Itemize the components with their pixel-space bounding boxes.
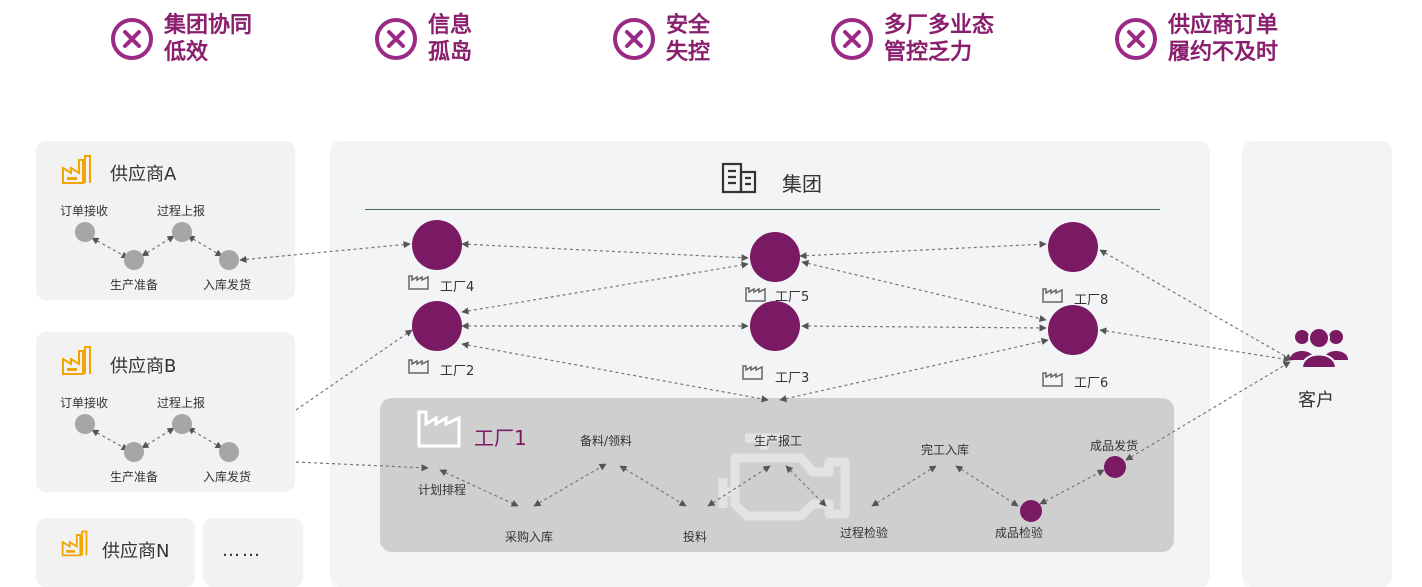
close-circle-icon bbox=[831, 18, 873, 60]
factory-icon bbox=[1042, 372, 1063, 387]
process-step-label: 投料 bbox=[683, 530, 708, 544]
supplier-step-node bbox=[219, 442, 239, 462]
problem-5: 供应商订单履约不及时 bbox=[1114, 12, 1278, 66]
supplier-step-label: 生产准备 bbox=[110, 470, 159, 484]
supplier-name: 供应商N bbox=[102, 541, 170, 562]
factory-icon bbox=[62, 155, 91, 184]
problem-text: 多厂多业态管控乏力 bbox=[884, 13, 995, 65]
factory-icon bbox=[1042, 288, 1063, 303]
process-step-label: 成品发货 bbox=[1090, 439, 1139, 453]
supplier-step-node bbox=[124, 442, 144, 462]
factory-icon bbox=[417, 410, 461, 448]
supplier-step-label: 订单接收 bbox=[60, 204, 109, 218]
supplier-step-label: 过程上报 bbox=[157, 396, 206, 410]
supplier-step-label: 入库发货 bbox=[203, 470, 252, 484]
supplier-step-label: 入库发货 bbox=[203, 278, 252, 292]
process-step-label: 完工入库 bbox=[921, 443, 970, 457]
factory-icon bbox=[408, 275, 429, 290]
factory-label: 工厂3 bbox=[775, 371, 810, 386]
problem-text: 信息孤岛 bbox=[428, 13, 473, 65]
supplier-step-label: 订单接收 bbox=[60, 396, 109, 410]
supplier-step-node bbox=[124, 250, 144, 270]
close-circle-icon bbox=[111, 18, 153, 60]
factory-label: 工厂8 bbox=[1074, 293, 1109, 308]
process-step-label: 成品检验 bbox=[995, 526, 1044, 540]
final-inspect-node bbox=[1020, 500, 1042, 522]
factory-6-node[interactable] bbox=[1048, 305, 1098, 355]
problem-text: 集团协同低效 bbox=[164, 13, 253, 65]
problem-2: 信息孤岛 bbox=[374, 12, 472, 66]
factory-4-node[interactable] bbox=[412, 220, 462, 270]
customer-label: 客户 bbox=[1298, 390, 1334, 411]
close-circle-icon bbox=[1115, 18, 1157, 60]
process-step-label: 采购入库 bbox=[505, 530, 554, 544]
factory-label: 工厂6 bbox=[1074, 376, 1109, 391]
factory-icon bbox=[745, 287, 766, 302]
factory-icon bbox=[62, 346, 91, 375]
supplier-step-label: 生产准备 bbox=[110, 278, 159, 292]
factory-8-node[interactable] bbox=[1048, 222, 1098, 272]
factory-icon bbox=[61, 530, 88, 557]
problem-text: 供应商订单履约不及时 bbox=[1168, 13, 1279, 65]
factory-1-title: 工厂1 bbox=[474, 426, 527, 450]
group-title: 集团 bbox=[782, 172, 822, 196]
factory-3-node[interactable] bbox=[750, 301, 800, 351]
supplier-name: 供应商B bbox=[110, 356, 177, 377]
close-circle-icon bbox=[613, 18, 655, 60]
close-circle-icon bbox=[375, 18, 417, 60]
customer-group-icon bbox=[1290, 327, 1348, 369]
factory-icon bbox=[408, 359, 429, 374]
problem-4: 多厂多业态管控乏力 bbox=[830, 12, 994, 66]
supplier-step-node bbox=[172, 414, 192, 434]
supplier-step-node bbox=[75, 414, 95, 434]
process-step-label: 生产报工 bbox=[754, 434, 803, 448]
more-suppliers-panel bbox=[203, 518, 303, 587]
problem-text: 安全失控 bbox=[666, 13, 711, 65]
supplier-name: 供应商A bbox=[110, 164, 177, 185]
more-suppliers: …… bbox=[222, 540, 262, 561]
problem-3: 安全失控 bbox=[612, 12, 710, 66]
factory-label: 工厂2 bbox=[440, 364, 475, 379]
supplier-step-node bbox=[75, 222, 95, 242]
problem-1: 集团协同低效 bbox=[110, 12, 252, 66]
factory-2-node[interactable] bbox=[412, 301, 462, 351]
supplier-step-node bbox=[219, 250, 239, 270]
factory-icon bbox=[742, 365, 763, 380]
supplier-step-label: 过程上报 bbox=[157, 204, 206, 218]
group-divider bbox=[365, 209, 1160, 210]
process-step-label: 计划排程 bbox=[418, 483, 467, 497]
building-icon bbox=[721, 162, 757, 194]
supplier-step-node bbox=[172, 222, 192, 242]
process-step-label: 过程检验 bbox=[840, 526, 889, 540]
ship-node bbox=[1104, 456, 1126, 478]
process-step-label: 备料/领料 bbox=[580, 434, 633, 448]
factory-label: 工厂4 bbox=[440, 280, 475, 295]
factory-label: 工厂5 bbox=[775, 290, 810, 305]
factory-5-node[interactable] bbox=[750, 232, 800, 282]
